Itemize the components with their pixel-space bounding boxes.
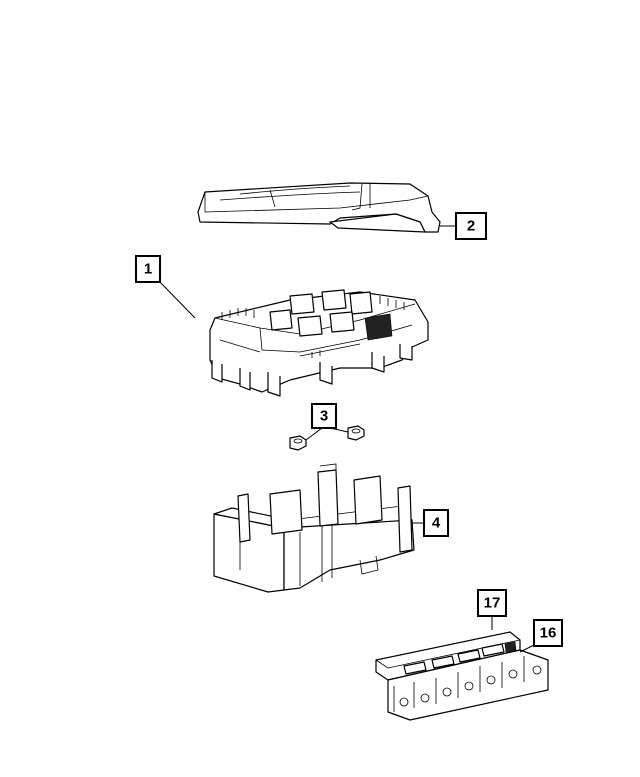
callout-16-label: 16 bbox=[540, 625, 557, 642]
callout-3: 3 bbox=[311, 403, 337, 429]
leader-line-1 bbox=[157, 279, 196, 319]
callout-4-label: 4 bbox=[432, 515, 441, 532]
callout-17: 17 bbox=[477, 589, 507, 617]
callout-1-label: 1 bbox=[144, 261, 152, 278]
callout-4: 4 bbox=[423, 509, 449, 537]
fuse-label-tabs bbox=[403, 641, 517, 675]
callout-2: 2 bbox=[455, 212, 487, 240]
nuts-part bbox=[289, 425, 365, 451]
bracket-tray-part bbox=[213, 463, 415, 593]
callout-2-label: 2 bbox=[467, 218, 475, 235]
fuse-relay-box-part bbox=[209, 289, 429, 397]
cover-part bbox=[197, 182, 441, 233]
fuse-module-part bbox=[375, 631, 549, 721]
callout-1: 1 bbox=[135, 255, 161, 283]
callout-17-label: 17 bbox=[484, 595, 501, 612]
leader-line-3 bbox=[305, 427, 323, 441]
callout-16: 16 bbox=[533, 619, 563, 647]
callout-3-label: 3 bbox=[320, 408, 328, 425]
